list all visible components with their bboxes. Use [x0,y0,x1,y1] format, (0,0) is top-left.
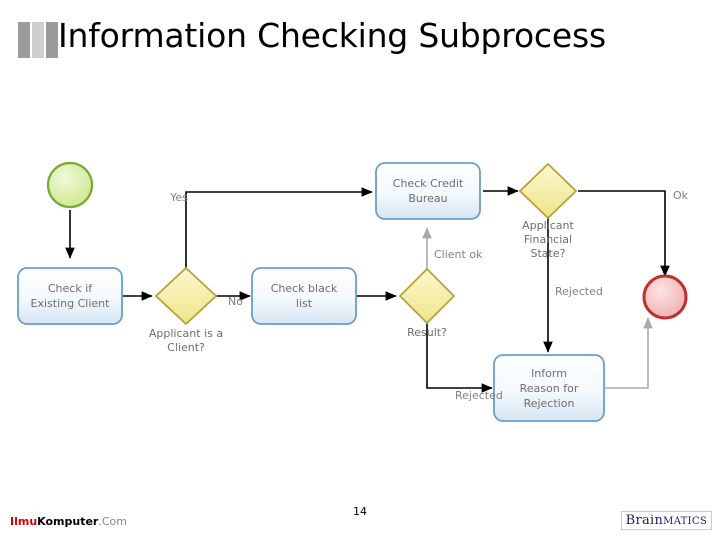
node-task-check-black-list[interactable]: Check black list [251,267,357,325]
edge-label-financial-rejected: Rejected [555,285,603,298]
task-check-existing-label-line2: Existing Client [31,297,111,310]
gateway-is-client-label-line1: Applicant is a [149,327,223,340]
edge-label-yes: Yes [169,191,188,204]
edge-result-rejected-to-inform [426,323,493,393]
task-check-credit-label-line2: Bureau [408,192,447,205]
process-diagram: Check if Existing Client Applicant is a … [0,130,720,430]
edge-label-no: No [228,295,243,308]
node-gateway-applicant-is-client[interactable]: Applicant is a Client? [149,266,223,354]
edge-label-client-ok: Client ok [434,248,483,261]
edge-label-result-rejected: Rejected [455,389,503,402]
slide-number: 14 [353,505,367,518]
gateway-financial-state-label-line2: Financial [524,233,572,246]
title-bar-glyph-3 [46,22,58,58]
brainmatics-logo-part1: Brain [625,513,664,528]
ilmukomputer-logo: IlmuKomputer.Com [10,515,127,528]
gateway-result-label: Result? [407,326,447,339]
node-start-event[interactable] [46,161,94,209]
title-bar-glyph-2 [32,22,44,58]
task-check-black-label-line2: list [296,297,313,310]
task-inform-label-line2: Reason for [520,382,579,395]
brainmatics-logo: BrainMATICS [620,511,712,530]
slide-footer: 14 IlmuKomputer.Com BrainMATICS [0,480,720,540]
ilmukomputer-logo-part2: Komputer [37,515,99,528]
node-task-check-credit-bureau[interactable]: Check Credit Bureau [375,162,481,220]
node-gateway-applicant-financial-state[interactable]: Applicant Financial State? [518,162,578,260]
gateway-is-client-label-line2: Client? [167,341,205,354]
ilmukomputer-logo-part1: Ilmu [10,515,38,528]
edge-is-client-yes-to-check-credit [185,187,373,268]
node-task-check-existing-client[interactable]: Check if Existing Client [17,267,123,325]
edge-labels: Yes No Client ok Rejected Rejected Ok [169,189,688,402]
node-gateway-result[interactable]: Result? [398,267,456,339]
task-check-credit-label-line1: Check Credit [393,177,464,190]
title-bar-glyph-1 [18,22,30,58]
task-check-black-label-line1: Check black [271,282,338,295]
brainmatics-logo-part2: MATICS [663,516,707,527]
gateway-financial-state-label-line3: State? [531,247,566,260]
task-check-existing-label-line1: Check if [48,282,93,295]
edge-label-ok: Ok [673,189,689,202]
task-inform-label-line1: Inform [531,367,567,380]
ilmukomputer-logo-part3: .Com [98,515,127,528]
edge-financial-state-ok-to-end [578,190,670,277]
node-end-event[interactable] [642,274,688,320]
connectors [65,186,670,393]
gateway-financial-state-label-line1: Applicant [522,219,574,232]
edge-inform-to-end [605,317,653,389]
node-task-inform-reason-rejection[interactable]: Inform Reason for Rejection [493,354,605,422]
title-area: Information Checking Subprocess [0,0,720,80]
page-title: Information Checking Subprocess [58,16,606,55]
task-inform-label-line3: Rejection [524,397,575,410]
